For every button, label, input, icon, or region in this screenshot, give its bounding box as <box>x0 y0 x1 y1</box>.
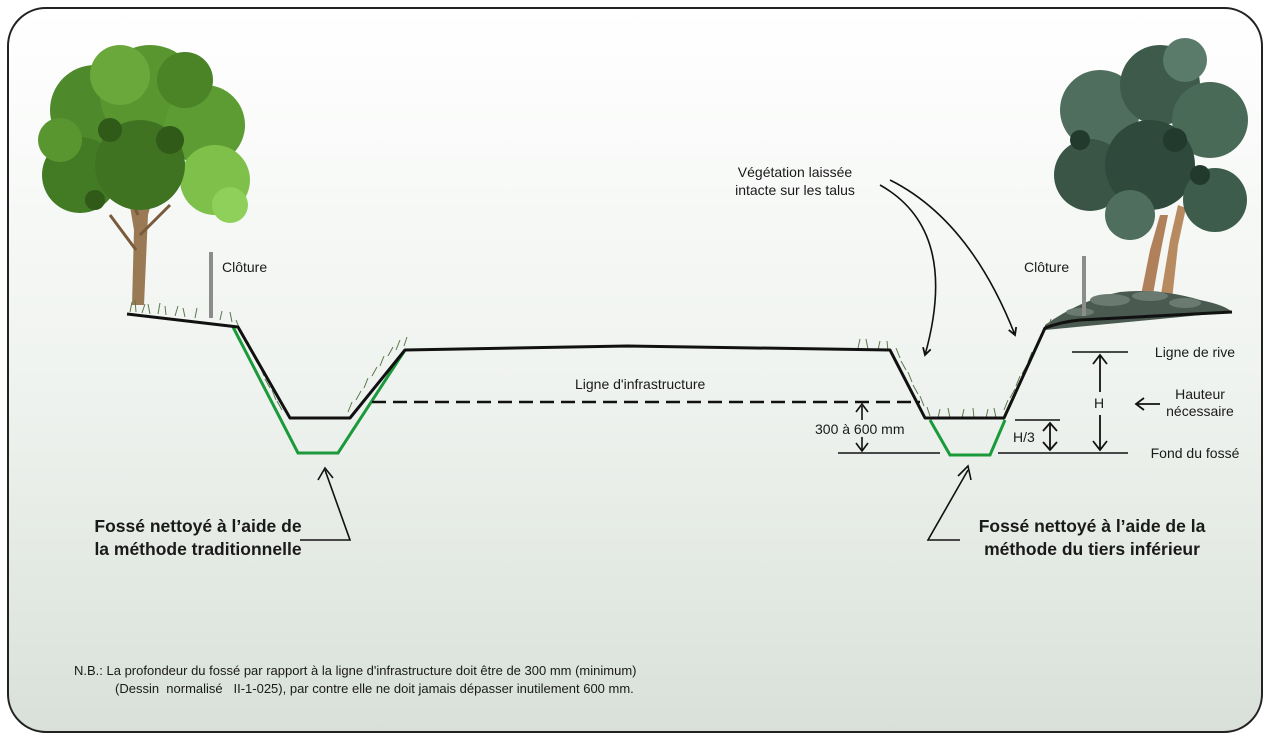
label-cloture-left: Clôture <box>222 259 267 275</box>
label-fond-du-fosse: Fond du fossé <box>1151 445 1240 461</box>
traditional-excavation-profile <box>231 326 407 455</box>
vegetation-arrow-left <box>879 184 937 357</box>
label-h3: H/3 <box>1013 429 1035 445</box>
right-caption-pointer-head <box>957 464 972 481</box>
right-caption-pointer <box>926 469 969 541</box>
label-vegetation-line2: intacte sur les talus <box>735 182 855 198</box>
label-h: H <box>1094 395 1104 411</box>
label-ligne-infrastructure: Ligne d'infrastructure <box>575 376 706 392</box>
lower-third-excavation-profile <box>928 419 1007 457</box>
label-hauteur-line1: Hauteur <box>1175 386 1225 402</box>
vegetation-arrow-right <box>889 179 1018 337</box>
label-ligne-de-rive: Ligne de rive <box>1155 344 1235 360</box>
note-line1: N.B.: La profondeur du fossé par rapport… <box>74 663 636 678</box>
caption-right-line1: Fossé nettoyé à l’aide de la <box>979 516 1206 536</box>
ground-profile <box>126 310 1233 420</box>
left-caption-pointer <box>300 469 352 541</box>
note-line2: (Dessin normalisé II-1-025), par contre … <box>115 681 634 696</box>
dimension-h3-arrow <box>1042 421 1058 452</box>
left-caption-pointer-head <box>317 466 334 481</box>
caption-right-line2: méthode du tiers inférieur <box>984 539 1200 559</box>
caption-left-line2: la méthode traditionnelle <box>94 539 301 559</box>
label-vegetation-line1: Végétation laissée <box>738 164 853 180</box>
left-tree-illustration <box>38 45 250 305</box>
dimension-300-600-arrows <box>855 402 869 453</box>
hauteur-pointer-arrow <box>1134 397 1160 411</box>
label-cloture-right: Clôture <box>1024 259 1069 275</box>
caption-left-line1: Fossé nettoyé à l’aide de <box>94 516 301 536</box>
label-hauteur-line2: nécessaire <box>1166 403 1234 419</box>
label-300-600-mm: 300 à 600 mm <box>815 421 905 437</box>
frame-background <box>7 7 1263 733</box>
dimension-h-arrow <box>1092 353 1108 452</box>
fence-post-right <box>1082 256 1086 316</box>
fence-post-left <box>209 252 213 318</box>
